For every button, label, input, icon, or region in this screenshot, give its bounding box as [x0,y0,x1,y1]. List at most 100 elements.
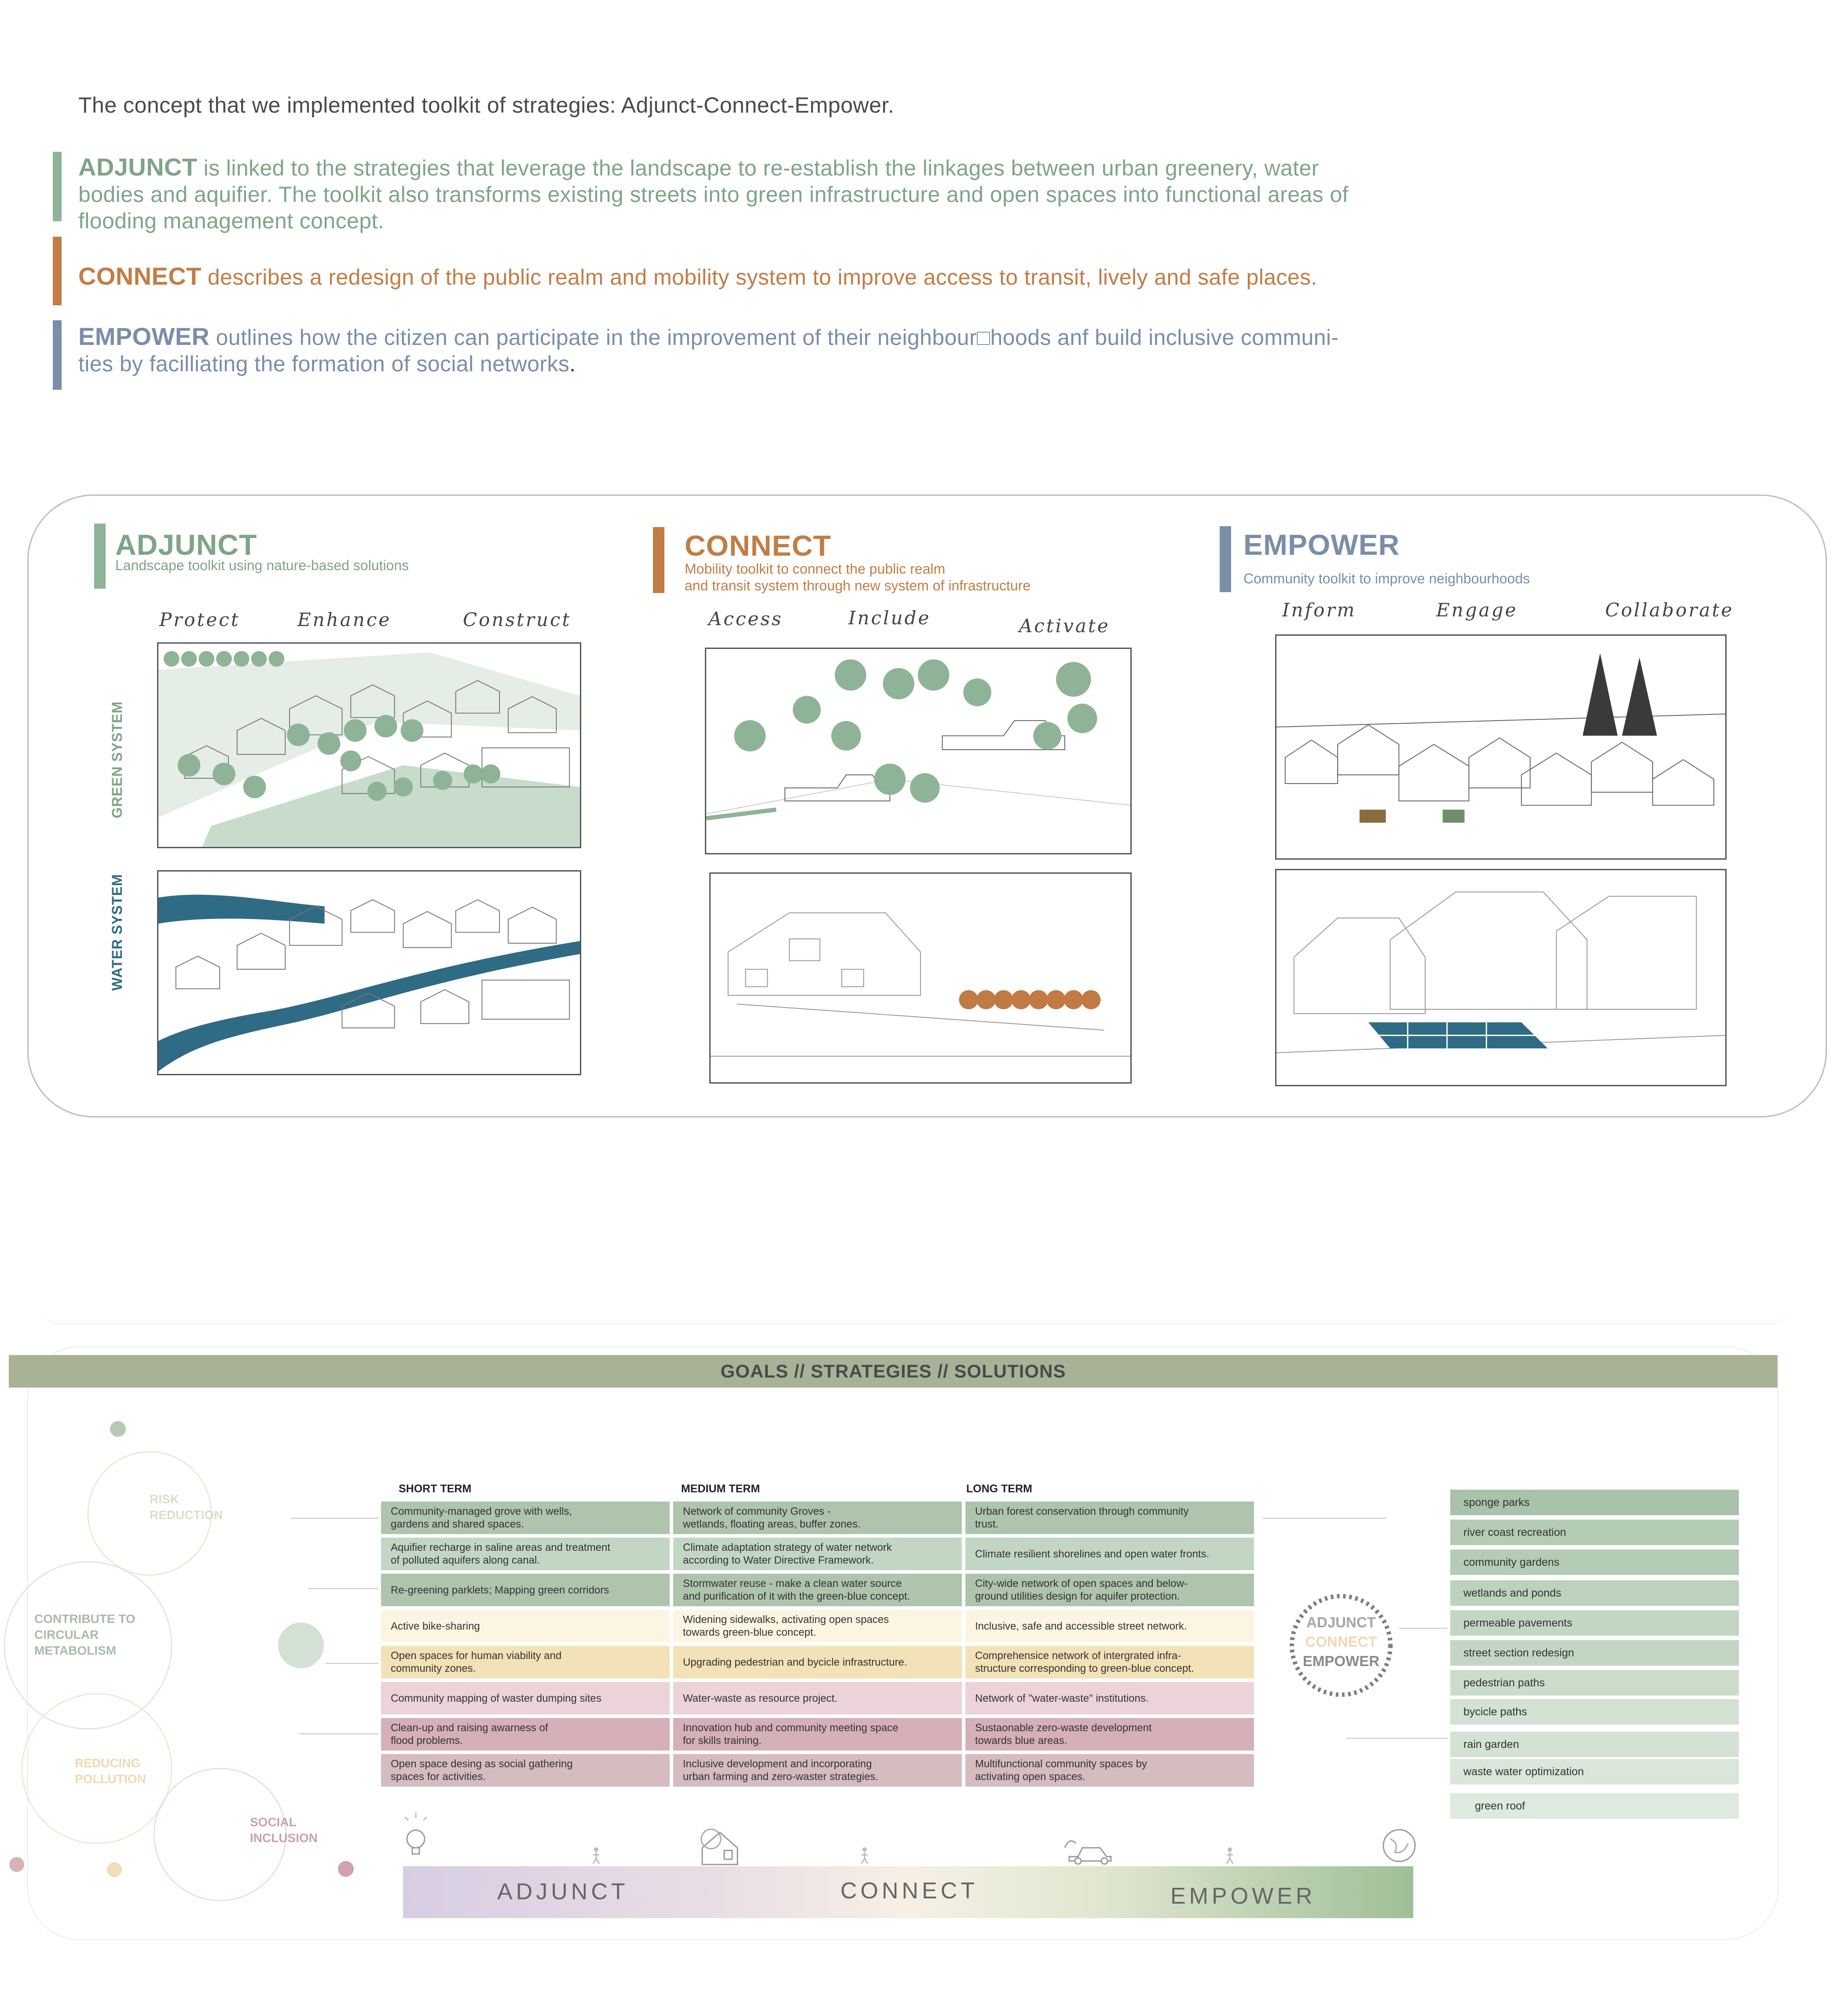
cell-text: activating open spaces. [975,1771,1085,1783]
goal-text-line: CIRCULAR [34,1628,99,1641]
strategy-cell: Widening sidewalks, activating open spac… [673,1610,962,1642]
empower-title: EMPOWER [1243,528,1400,561]
solution-item: street section redesign [1450,1640,1739,1666]
adjunct-green-system-illustration [157,642,581,848]
goals-circles-diagram [4,1421,354,1901]
walking-person-icon [1226,1847,1234,1864]
strategy-cell: Active bike-sharing [381,1610,670,1642]
adjunct-water-system-illustration [157,870,581,1075]
cell-text: Inclusive, safe and accessible street ne… [975,1620,1187,1632]
cell-text: Sustaonable zero-waste development [975,1722,1152,1734]
cell-text: Multifunctional community spaces by [975,1758,1147,1770]
ace-badge-ring [1290,1594,1393,1697]
adjunct-paragraph: ADJUNCT is linked to the strategies that… [78,154,1434,234]
connector-arrow [299,1733,378,1734]
solution-item: rain garden [1450,1732,1739,1757]
solution-item: wetlands and ponds [1450,1580,1739,1606]
ace-badge-text: ADJUNCT CONNECT EMPOWER [1288,1613,1394,1671]
strategy-cell: City-wide network of open spaces and bel… [965,1574,1254,1606]
connect-subtitle-line-2: and transit system through new system of… [685,578,1031,593]
connect-subtitle-line-1: Mobility toolkit to connect the public r… [685,561,946,577]
cell-text: of polluted aquifers along canal. [391,1554,540,1566]
strategy-cell: Aquifier recharge in saline areas and tr… [381,1538,670,1570]
adjunct-subtitle: Landscape toolkit using nature-based sol… [115,557,409,573]
connect-title: CONNECT [685,529,832,562]
solution-item: waste water optimization [1450,1759,1739,1784]
badge-connect: CONNECT [1305,1634,1377,1650]
strategy-cell: Climate adaptation strategy of water net… [673,1538,962,1570]
cell-text: spaces for activities. [391,1771,486,1783]
cell-text: wetlands, floating areas, buffer zones. [683,1518,861,1530]
toolkit-panel [27,495,1827,1117]
solution-item: green roof [1450,1793,1739,1819]
empower-water-plaza-illustration [1275,869,1727,1086]
goal-text-line: CONTRIBUTE TO [34,1612,136,1626]
strategy-cell: Innovation hub and community meeting spa… [673,1718,962,1751]
solution-item: permeable pavements [1450,1610,1739,1636]
adjunct-keyword: ADJUNCT [78,153,198,181]
connect-street-illustration [709,872,1132,1084]
strategy-cell: Community mapping of waster dumping site… [381,1682,670,1714]
cell-text: structure corresponding to green-blue co… [975,1663,1194,1674]
verb-access: Access [708,608,783,630]
water-system-label: WATER SYSTEM [109,874,125,991]
cell-text: Water-waste as resource project. [683,1692,838,1704]
adjunct-text-line: flooding management concept. [78,209,384,233]
solution-item: bycicle paths [1450,1699,1739,1725]
adjunct-title-bar [94,524,106,589]
cell-text: gardens and shared spaces. [391,1518,524,1530]
connector-arrow [1263,1518,1386,1519]
cell-text: ground utilities design for aquifer prot… [975,1590,1180,1602]
strategy-cell: Comprehensice network of intergrated inf… [965,1646,1254,1678]
strategy-cell: Stormwater reuse - make a clean water so… [673,1574,962,1606]
badge-adjunct: ADJUNCT [1306,1614,1376,1630]
adjunct-accent-bar [53,152,62,221]
cell-text: Upgrading pedestrian and bycicle infrast… [683,1656,907,1668]
goal-text-line: SOCIAL [250,1815,297,1829]
goal-text-line: RISK [150,1492,179,1506]
solution-item: pedestrian paths [1450,1670,1739,1696]
spectrum-connect-label: CONNECT [840,1878,979,1904]
cell-text: Network of "water-waste" institutions. [975,1692,1149,1704]
strategy-cell: Climate resilient shorelines and open wa… [965,1538,1254,1570]
connector-arrow [1346,1738,1448,1739]
adjunct-title: ADJUNCT [115,528,257,561]
cell-text: for skills training. [683,1735,762,1747]
strategy-cell: Community-managed grove with wells,garde… [381,1502,670,1534]
section-divider [44,1311,1786,1324]
connect-paragraph: CONNECT describes a redesign of the publ… [78,263,1434,290]
cell-text: according to Water Directive Framework. [683,1554,874,1566]
connector-arrow [326,1663,378,1664]
cell-text: Climate adaptation strategy of water net… [683,1542,892,1553]
goals-panel [27,1346,1778,1940]
connect-title-bar [653,527,664,593]
adjunct-text-line: bodies and aquifier. The toolkit also tr… [78,182,1349,207]
cell-text: urban farming and zero-waster strategies… [683,1771,879,1783]
long-term-header: LONG TERM [966,1483,1032,1495]
cell-text: Widening sidewalks, activating open spac… [683,1614,889,1626]
cell-text: Community mapping of waster dumping site… [391,1692,601,1704]
goal-text-line: POLLUTION [75,1772,146,1786]
cell-text: Open spaces for human viability and [391,1650,562,1662]
goals-banner: GOALS // STRATEGIES // SOLUTIONS [9,1355,1778,1388]
house-tree-icon [700,1828,738,1865]
verb-protect: Protect [159,609,240,630]
cell-text: Active bike-sharing [391,1620,480,1632]
cell-text: Re-greening parklets; Mapping green corr… [391,1584,609,1596]
strategy-cell: Inclusive, safe and accessible street ne… [965,1610,1254,1642]
strategy-cell: Upgrading pedestrian and bycicle infrast… [673,1646,962,1678]
cell-text: trust. [975,1518,999,1530]
toolkit-spectrum-bar [403,1866,1413,1918]
cell-text: Climate resilient shorelines and open wa… [975,1548,1210,1560]
connect-accent-bar [53,237,62,305]
lightbulb-icon [404,1813,428,1855]
cell-text: Aquifier recharge in saline areas and tr… [391,1542,610,1553]
strategy-cell: Water-waste as resource project. [673,1682,962,1714]
